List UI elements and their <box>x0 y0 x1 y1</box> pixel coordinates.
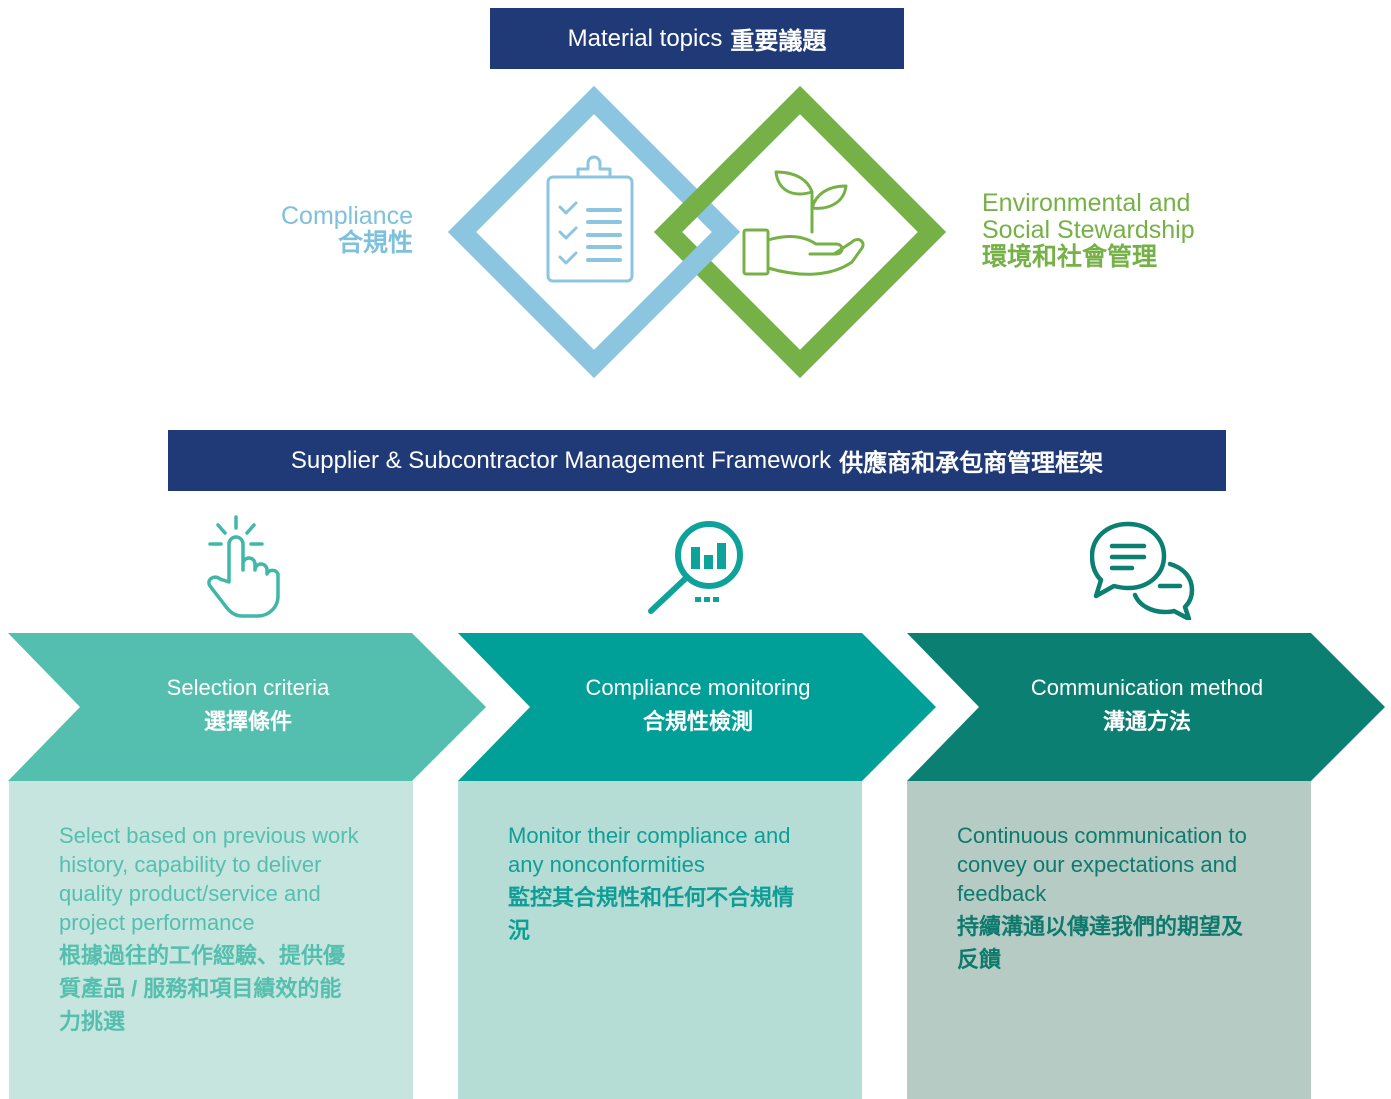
framework-banner-zh: 供應商和承包商管理框架 <box>839 450 1104 477</box>
step-monitoring-title-zh: 合規性檢測 <box>642 709 753 734</box>
chat-bubbles-icon <box>1090 521 1195 620</box>
material-topics-diamonds <box>447 85 947 379</box>
environmental-label-zh: 環境和社會管理 <box>982 243 1158 271</box>
step-communication-desc-zh: 持續溝通以傳達我們的期望及反饋 <box>957 914 1244 972</box>
step-monitoring-chevron: Compliance monitoring 合規性檢測 <box>458 633 938 781</box>
step-monitoring-title-en: Compliance monitoring <box>585 675 811 700</box>
step-communication-description: Continuous communication to convey our e… <box>907 781 1311 1099</box>
step-communication-desc-en: Continuous communication to convey our e… <box>957 823 1247 906</box>
compliance-label: Compliance 合規性 <box>281 203 413 257</box>
step-monitoring-desc-en: Monitor their compliance and any nonconf… <box>508 823 791 877</box>
step-selection-desc-zh: 根據過往的工作經驗、提供優質產品 / 服務和項目績效的能力挑選 <box>59 943 346 1034</box>
hand-plant-icon <box>742 170 865 276</box>
step-selection-desc-en: Select based on previous work history, c… <box>59 823 359 935</box>
step-selection-chevron: Selection criteria 選擇條件 <box>8 633 488 781</box>
environmental-label: Environmental and Social Stewardship 環境和… <box>982 190 1195 271</box>
step-monitoring-desc-zh: 監控其合規性和任何不合規情況 <box>508 885 795 943</box>
hand-pointer-icon <box>207 515 280 618</box>
step-monitoring-description: Monitor their compliance and any nonconf… <box>458 781 862 1099</box>
environmental-label-en-1: Environmental and <box>982 189 1191 217</box>
step-selection-title-en: Selection criteria <box>166 675 330 700</box>
step-selection-description: Select based on previous work history, c… <box>9 781 413 1099</box>
environmental-label-en-2: Social Stewardship <box>982 216 1195 244</box>
compliance-label-zh: 合規性 <box>337 229 413 257</box>
compliance-label-en: Compliance <box>280 202 413 230</box>
magnifier-chart-icon <box>648 521 743 614</box>
clipboard-checklist-icon <box>546 155 634 283</box>
environmental-diamond <box>653 85 947 379</box>
step-communication-title-zh: 溝通方法 <box>1102 709 1191 734</box>
compliance-diamond <box>447 85 741 379</box>
framework-banner: Supplier & Subcontractor Management Fram… <box>168 430 1226 491</box>
framework-banner-en: Supplier & Subcontractor Management Fram… <box>290 446 832 474</box>
material-topics-zh: 重要議題 <box>730 28 827 55</box>
material-topics-en: Material topics <box>567 24 723 52</box>
step-communication-title-en: Communication method <box>1030 675 1264 700</box>
material-topics-banner: Material topics 重要議題 <box>490 8 904 69</box>
step-selection-title-zh: 選擇條件 <box>203 709 292 734</box>
step-communication-chevron: Communication method 溝通方法 <box>907 633 1387 781</box>
